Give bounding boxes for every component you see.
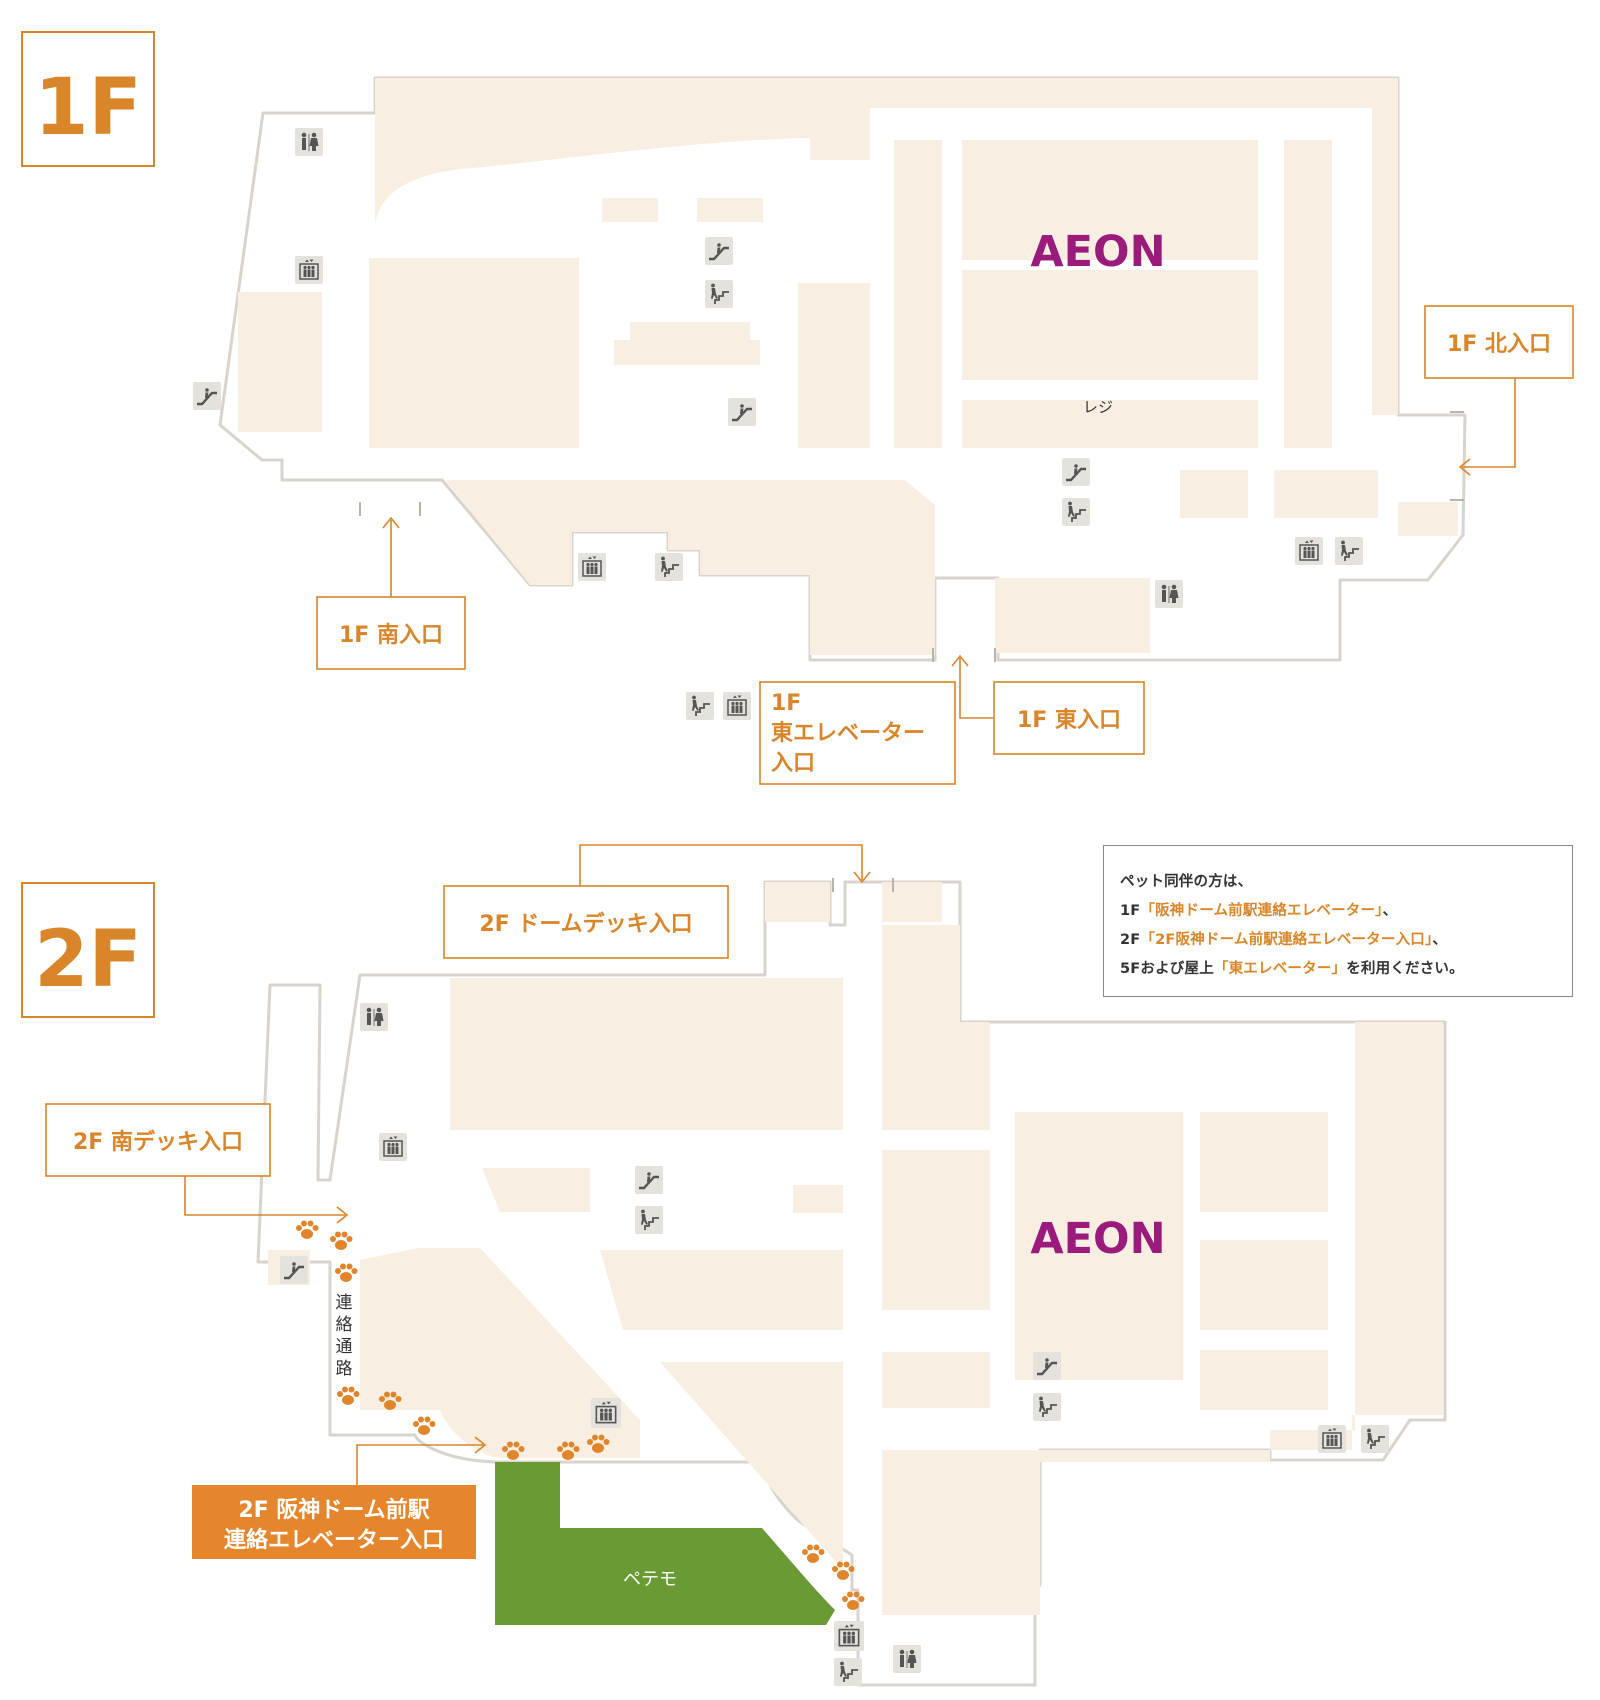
stairs-icon [1335, 537, 1363, 565]
register-label: レジ [1083, 398, 1113, 416]
stairs-icon [834, 1658, 862, 1686]
note-floor: 1F [1120, 903, 1141, 919]
entrance-south-deck-2f[interactable]: 2F 南デッキ入口 [45, 1103, 271, 1177]
entrance-dome-deck-2f[interactable]: 2F ドームデッキ入口 [443, 885, 729, 959]
store-blocks-2f [268, 882, 1443, 1615]
stairs-icon [1361, 1425, 1389, 1453]
south-deck-label: 2F 南デッキ入口 [73, 1129, 243, 1155]
pet-notice-line-4: 5Fおよび屋上「東エレベーター」を利用ください。 [1120, 955, 1556, 984]
aeon-logo-1f: AEON [1030, 227, 1165, 277]
petemo-label: ペテモ [623, 1569, 677, 1590]
elevator-icon [834, 1621, 864, 1651]
east-elevator-label-line-1: 1F [771, 691, 801, 716]
note-highlight: 「東エレベーター」 [1213, 961, 1347, 977]
paw-icon [802, 1544, 825, 1563]
floor-2f: 2F ペテモ 連 [21, 844, 1447, 1687]
floor-badge-2f: 2F [34, 915, 142, 1005]
stairs-icon [655, 553, 683, 581]
pet-notice-line-3: 2F「2F阪神ドーム前駅連絡エレベーター入口」、 [1120, 926, 1556, 955]
entrance-east-elevator-1f[interactable]: 1F 東エレベーター 入口 [759, 681, 956, 785]
floor-badge-2f-frame [21, 882, 155, 1018]
note-highlight: 「2F阪神ドーム前駅連絡エレベーター入口」 [1140, 932, 1433, 948]
floor-1f: 1F レジ [21, 31, 1574, 785]
escalator-icon [728, 398, 756, 426]
elevator-icon [591, 1398, 621, 1428]
east-elevator-label-line-2: 東エレベーター [771, 721, 925, 746]
entrance-north-1f[interactable]: 1F 北入口 [1424, 305, 1574, 379]
elevator-icon [1295, 537, 1323, 565]
door-marks-2f [832, 878, 894, 892]
escalator-icon [1033, 1352, 1061, 1380]
entrance-east-label: 1F 東入口 [1017, 708, 1121, 733]
note-punct: 、 [1382, 903, 1398, 919]
escalator-icon [280, 1256, 308, 1284]
elevator-icon [379, 1133, 407, 1161]
elevator-icon [723, 692, 751, 720]
door-marks-1f [359, 411, 1464, 662]
floor-badge-1f-frame [21, 31, 155, 167]
stairs-icon [686, 692, 714, 720]
corridor-char: 連 [336, 1293, 353, 1313]
pet-notice: ペット同伴の方は、 1F「阪神ドーム前駅連絡エレベーター」、 2F「2F阪神ドー… [1103, 845, 1573, 997]
dome-deck-label: 2F ドームデッキ入口 [479, 911, 692, 937]
entrance-south-label: 1F 南入口 [339, 623, 443, 648]
escalator-icon [193, 382, 221, 410]
note-highlight: 「阪神ドーム前駅連絡エレベーター」 [1140, 903, 1383, 919]
escalator-icon [635, 1166, 663, 1194]
elevator-icon [295, 256, 323, 284]
elevator-icon [578, 553, 606, 581]
store-blocks-1f [238, 78, 1458, 655]
aeon-logo-2f: AEON [1030, 1214, 1165, 1264]
corridor-char: 路 [336, 1359, 353, 1379]
corridor-label: 連 絡 通 路 [336, 1293, 353, 1379]
floor-badge-1f: 1F [34, 63, 142, 153]
hanshin-label-line-2: 連絡エレベーター入口 [224, 1527, 444, 1553]
entrance-east-1f[interactable]: 1F 東入口 [993, 681, 1145, 755]
restroom-icon [893, 1645, 921, 1673]
note-punct: 、 [1432, 932, 1448, 948]
pet-notice-line-2: 1F「阪神ドーム前駅連絡エレベーター」、 [1120, 897, 1556, 926]
stairs-icon [635, 1206, 663, 1234]
entrance-hanshin-elevator-2f[interactable]: 2F 阪神ドーム前駅 連絡エレベーター入口 [192, 1485, 476, 1559]
entrance-south-1f[interactable]: 1F 南入口 [316, 596, 466, 670]
note-floor: 5Fおよび屋上 [1120, 961, 1214, 977]
stairs-icon [1062, 498, 1090, 526]
note-punct: を利用ください。 [1346, 961, 1464, 977]
entrance-arrows-1f [382, 378, 1516, 719]
hanshin-label-line-1: 2F 阪神ドーム前駅 [238, 1497, 429, 1523]
petemo-area[interactable] [495, 1462, 835, 1625]
corridor-char: 通 [336, 1337, 353, 1357]
escalator-icon [1062, 458, 1090, 486]
corridor-char: 絡 [336, 1315, 353, 1335]
note-floor: 2F [1120, 932, 1141, 948]
pet-notice-line-1: ペット同伴の方は、 [1120, 874, 1253, 890]
stairs-icon [705, 280, 733, 308]
restroom-icon [1155, 580, 1183, 608]
entrance-north-label: 1F 北入口 [1447, 332, 1551, 357]
stairs-icon [1033, 1393, 1061, 1421]
restroom-icon [295, 128, 323, 156]
restroom-icon [360, 1003, 388, 1031]
elevator-icon [1318, 1425, 1346, 1453]
entrance-arrows-2f [184, 844, 871, 1485]
escalator-icon [705, 237, 733, 265]
east-elevator-label-line-3: 入口 [771, 751, 815, 776]
